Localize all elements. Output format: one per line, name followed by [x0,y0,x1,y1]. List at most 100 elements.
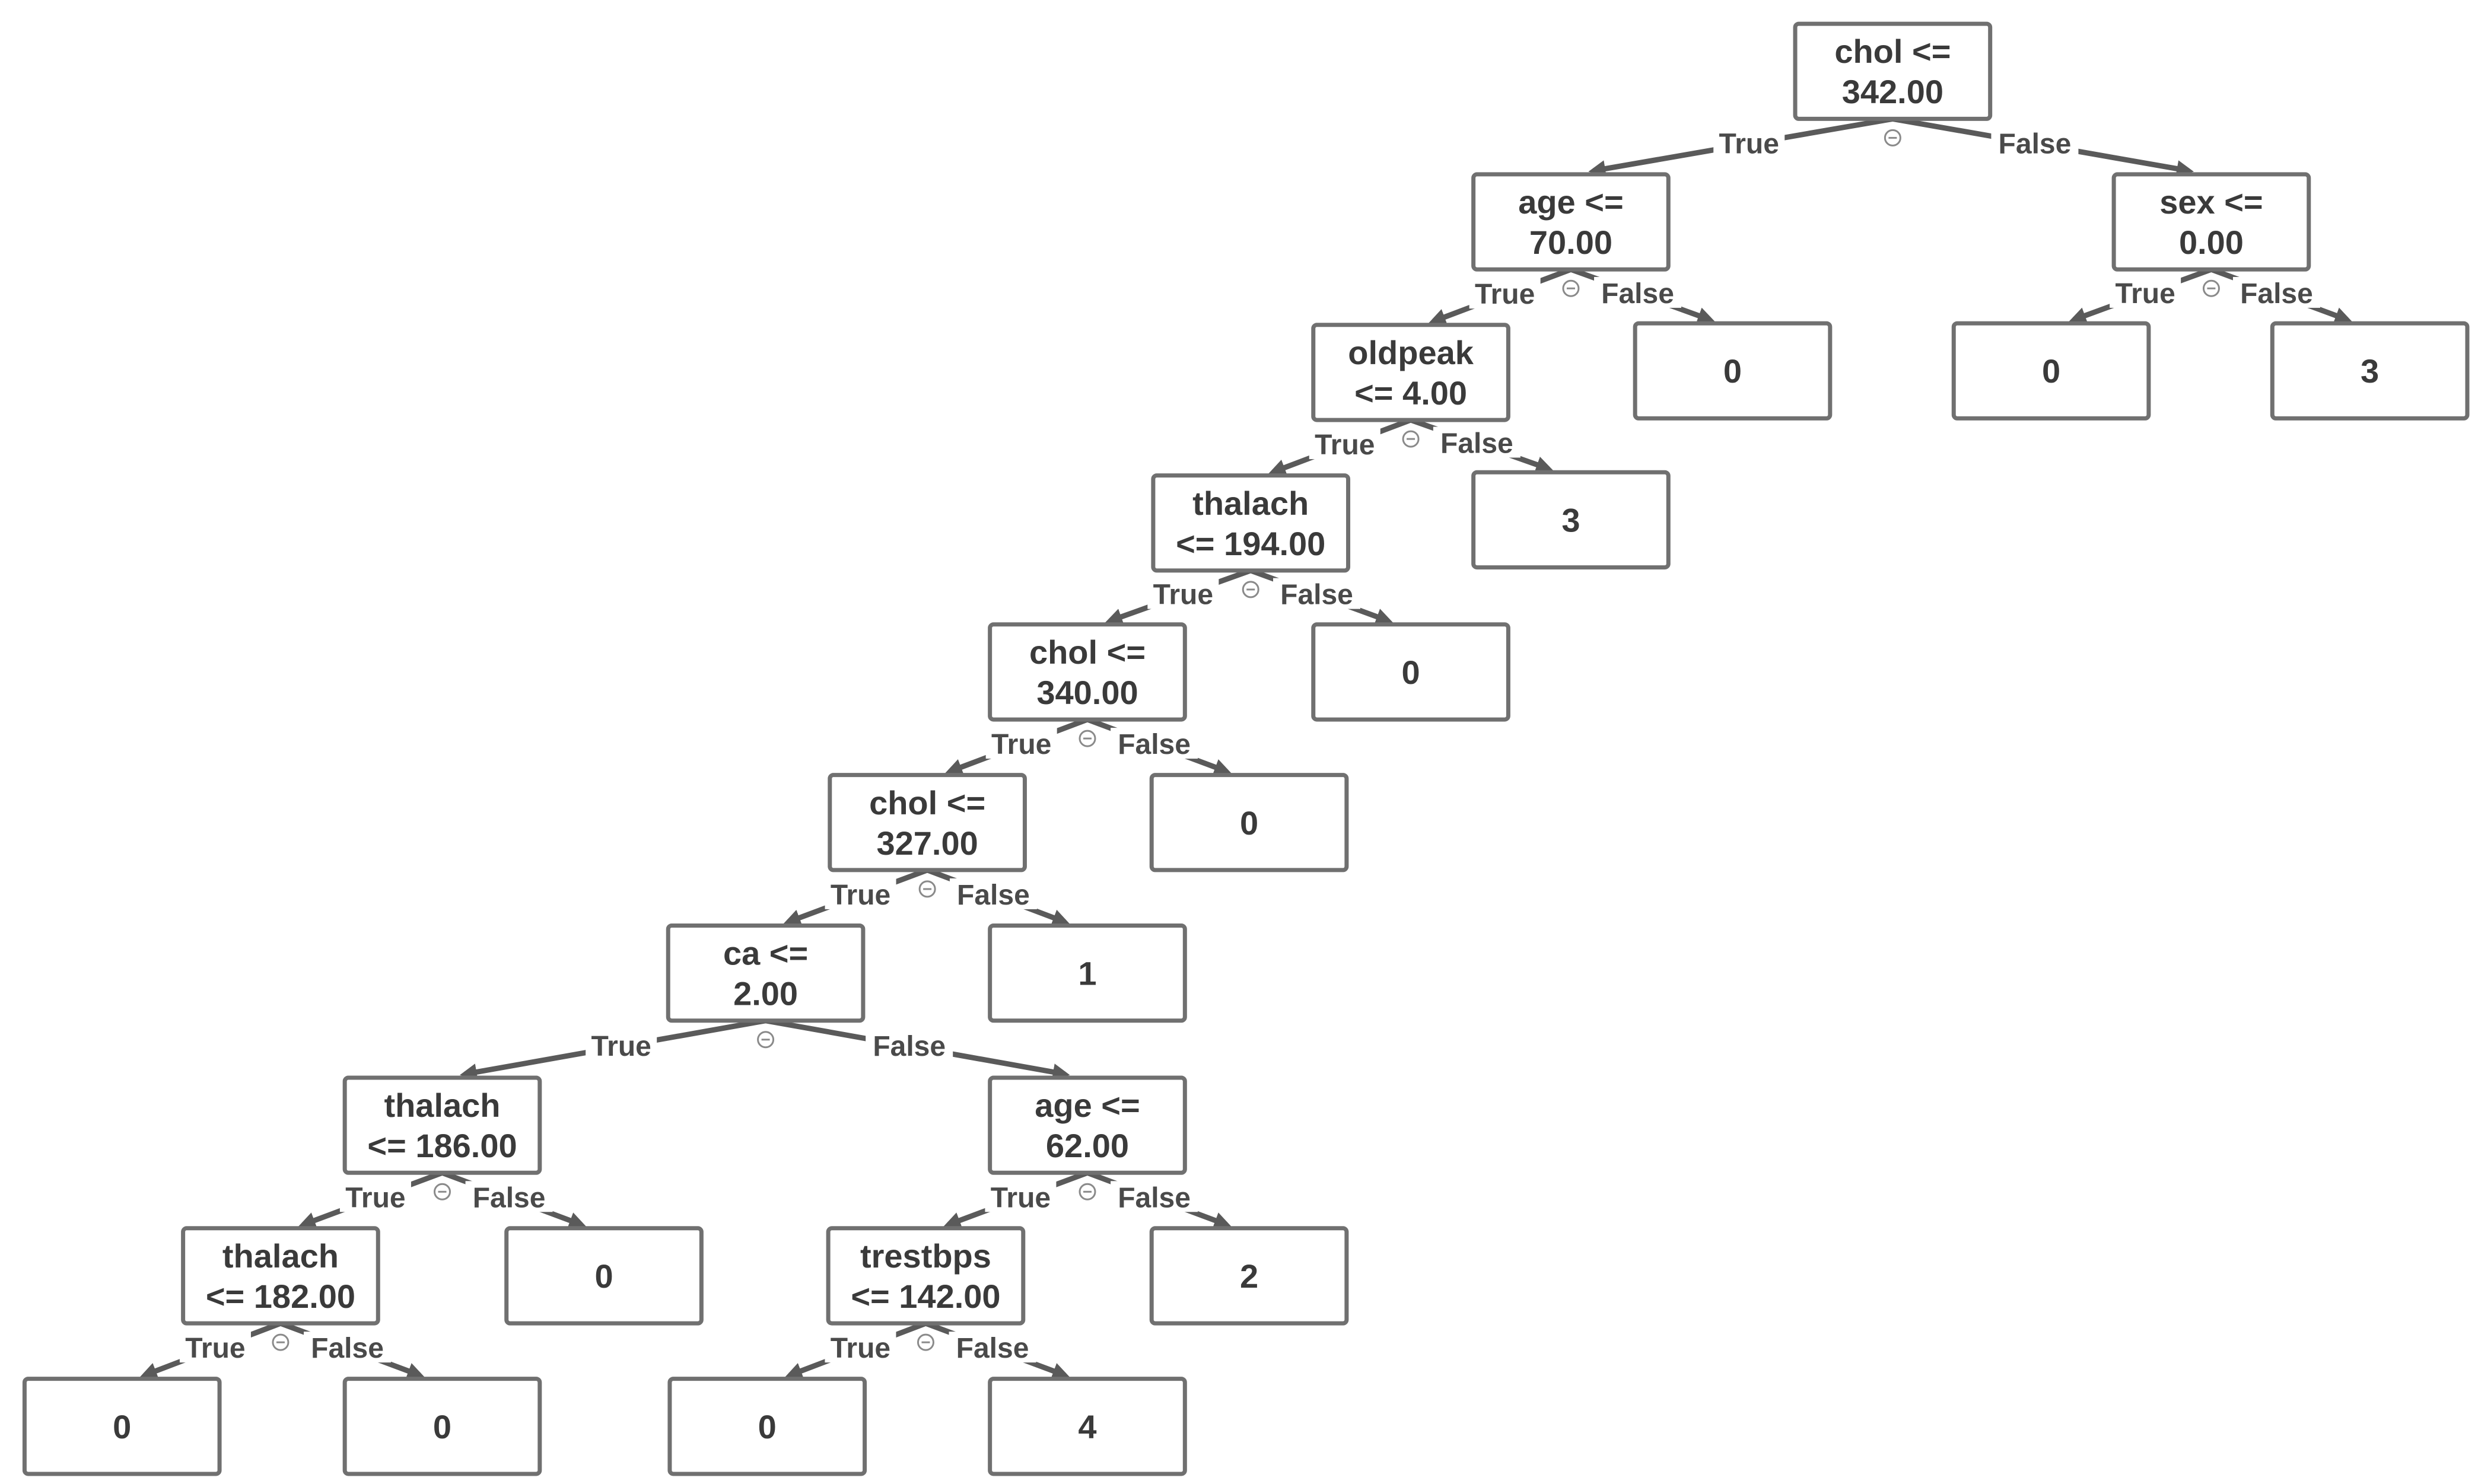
node-box [504,1226,704,1326]
tree-node: trestbps<= 142.00 [826,1226,1026,1326]
node-box [1311,622,1510,722]
collapse-circle-icon[interactable] [2202,279,2220,297]
false-edge-label: False [1601,278,1674,310]
edge-label-background [949,878,1037,909]
node-box [667,1377,867,1476]
node-class-label: 0 [1240,804,1258,842]
node-condition-text: oldpeak [1348,334,1474,371]
tree-node: 0 [1951,321,2151,421]
edge-label-background [1433,426,1520,458]
node-box [988,1377,1187,1476]
tree-node: 0 [1633,321,1833,421]
collapse-circle-icon[interactable] [757,1031,775,1049]
node-condition-text: sex <= [2159,183,2263,221]
node-condition-text: 2.00 [733,975,798,1012]
collapse-circle-icon[interactable] [1242,581,1259,598]
node-condition-text: 70.00 [1529,224,1612,261]
tree-node: chol <=342.00 [1793,21,1993,121]
collapse-circle-icon[interactable] [1079,730,1096,747]
node-box [828,773,1027,872]
node-condition-text: 0.00 [2179,224,2244,261]
edge-label-background [304,1332,392,1363]
true-edge-label: True [1475,279,1535,310]
false-edge-label: False [2240,278,2313,310]
node-condition-text: trestbps [860,1237,991,1275]
tree-node: sex <=0.00 [2111,172,2311,272]
tree-node: 2 [1149,1226,1349,1326]
tree-node: 0 [342,1377,542,1476]
node-class-label: 3 [1561,501,1580,539]
node-condition-text: 62.00 [1046,1127,1129,1164]
false-edge-label: False [957,880,1030,911]
node-box [1311,323,1510,422]
collapse-circle-icon[interactable] [917,1333,934,1351]
collapse-circle-icon[interactable] [1079,1183,1096,1200]
node-class-label: 0 [1402,654,1420,691]
true-edge-label: True [831,1333,890,1364]
tree-node: thalach<= 186.00 [342,1075,542,1175]
false-edge-label: False [1118,729,1191,760]
node-box [342,1377,542,1476]
node-condition-text: <= 182.00 [206,1278,355,1315]
node-box [1471,470,1671,570]
node-box [1951,321,2151,421]
true-edge-label: True [591,1031,651,1062]
node-box [988,622,1187,722]
node-class-label: 2 [1240,1257,1258,1295]
node-condition-text: <= 142.00 [851,1278,1000,1315]
edge-label-background [1469,278,1541,309]
node-condition-text: thalach [1192,485,1309,522]
edge-label-background [1111,728,1198,759]
collapse-circle-icon[interactable] [1562,279,1580,297]
node-box [1149,773,1349,872]
collapse-circle-icon[interactable] [918,880,936,898]
node-box [666,923,866,1023]
node-condition-text: chol <= [1834,33,1951,70]
node-box [342,1075,542,1175]
true-edge-label: True [991,1182,1051,1214]
node-box [988,1075,1187,1175]
edge-label-background [1147,578,1219,609]
collapse-circle-icon[interactable] [1884,129,1901,147]
true-edge-label: True [831,880,890,911]
false-edge-label: False [1118,1182,1191,1214]
node-condition-text: <= 4.00 [1354,374,1467,412]
edge-label-background [1309,428,1380,460]
edge-label-background [465,1181,553,1212]
true-edge-label: True [1315,429,1375,461]
edge-label-background [2110,276,2181,308]
node-condition-text: thalach [222,1237,339,1275]
collapse-circle-icon[interactable] [272,1333,290,1351]
node-box [181,1226,380,1326]
tree-node: ca <=2.00 [666,923,866,1023]
node-condition-text: ca <= [723,935,808,972]
tree-node: 3 [1471,470,1671,570]
false-edge-label: False [1440,428,1513,460]
edge-label-background [179,1332,251,1363]
tree-node: thalach<= 194.00 [1151,473,1351,573]
node-class-label: 4 [1078,1408,1096,1445]
node-box [1151,473,1351,573]
node-class-label: 0 [2042,352,2060,390]
edge-label-background [985,1181,1057,1212]
tree-node: age <=70.00 [1471,172,1671,272]
tree-node: 1 [988,923,1187,1023]
tree-node: chol <=340.00 [988,622,1187,722]
edge-label-background [1594,276,1682,308]
false-edge-label: False [1999,128,2072,160]
tree-node: chol <=327.00 [828,773,1027,872]
edge-label-background [586,1030,657,1061]
node-box [1471,172,1671,272]
node-box [22,1377,222,1476]
node-box [988,923,1187,1023]
true-edge-label: True [1719,128,1779,160]
edge-label-background [866,1030,953,1061]
node-box [1793,21,1993,121]
collapse-circle-icon[interactable] [1402,430,1420,448]
tree-node: 3 [2270,321,2470,421]
node-condition-text: <= 194.00 [1176,525,1325,562]
node-class-label: 0 [594,1257,613,1295]
collapse-circle-icon[interactable] [433,1183,451,1200]
